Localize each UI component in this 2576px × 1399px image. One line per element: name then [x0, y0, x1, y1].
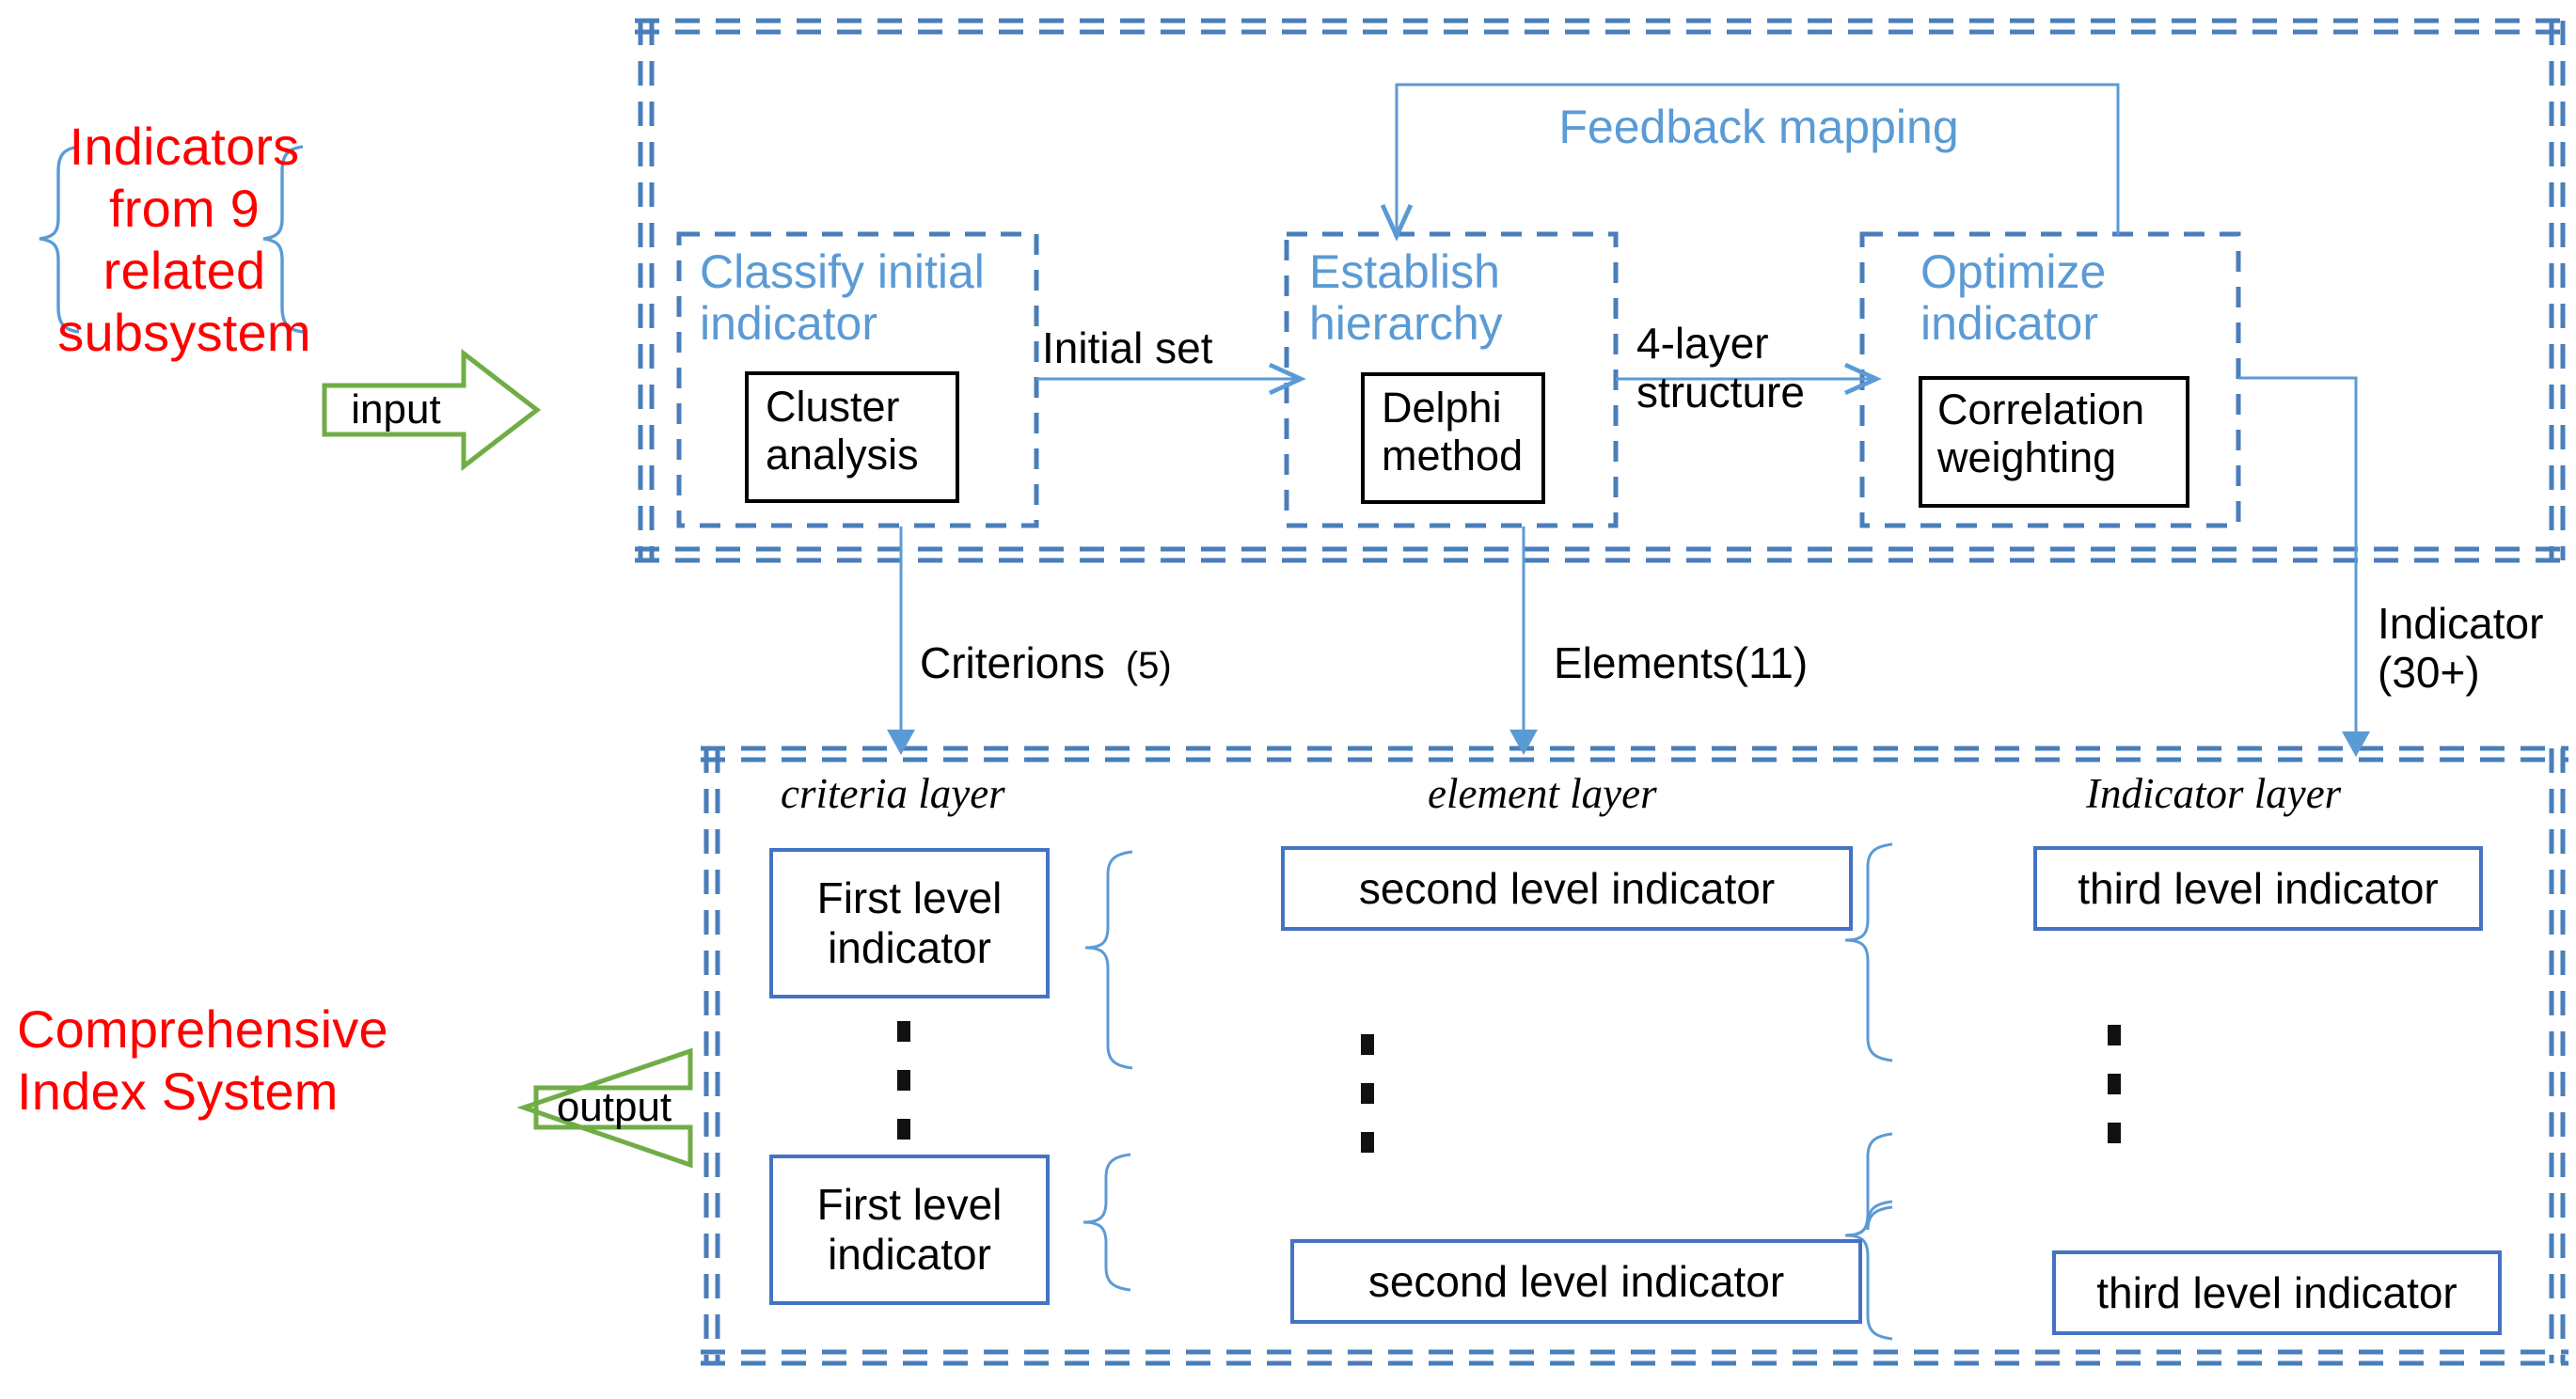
brace-e2i2-upper-b: [1844, 1205, 1893, 1237]
descent-label-criterions: Criterions (5): [920, 638, 1172, 688]
descent-elements-text: Elements(11): [1554, 638, 1809, 687]
element-box-row1[interactable]: second level indicator: [1281, 846, 1853, 931]
ellipsis-criteria-column: [896, 1021, 911, 1140]
arrow-indicator: [2238, 376, 2370, 757]
element-box-row2[interactable]: second level indicator: [1290, 1239, 1862, 1324]
method-box-correlation-weighting[interactable]: Correlation weighting: [1919, 376, 2189, 508]
connector-4layer-line2: structure: [1636, 367, 1805, 417]
connector-label-4layer-structure: 4-layer structure: [1636, 319, 1919, 417]
method-correlation-line1: Correlation: [1937, 385, 2145, 433]
descent-label-elements: Elements(11): [1554, 638, 1809, 688]
step-caption-classify: Classify initial indicator: [700, 246, 1038, 350]
layer-caption-criteria: criteria layer: [781, 770, 1005, 817]
method-box-delphi-method[interactable]: Delphi method: [1361, 372, 1545, 504]
criteria-box-row1-line1: First level: [816, 873, 1003, 923]
brace-c1e1-upper: [1084, 850, 1133, 950]
indicator-box-row1[interactable]: third level indicator: [2033, 846, 2483, 931]
output-arrow-label: output: [556, 1084, 672, 1130]
criteria-box-row2[interactable]: First level indicator: [769, 1155, 1050, 1305]
descent-criterions-count: (5): [1125, 645, 1172, 686]
connector-label-initial-set: Initial set: [1042, 323, 1315, 373]
method-cluster-line2: analysis: [766, 431, 919, 479]
method-cluster-line1: Cluster: [766, 383, 900, 431]
result-line-1: Comprehensive: [17, 999, 388, 1059]
layer-caption-element: element layer: [1428, 770, 1657, 817]
indicator-box-row2[interactable]: third level indicator: [2052, 1250, 2502, 1335]
criteria-box-row2-line1: First level: [816, 1180, 1003, 1230]
method-box-cluster-analysis[interactable]: Cluster analysis: [745, 371, 959, 503]
source-label: Indicators from 9 related subsystem: [57, 117, 310, 362]
brace-e2i2-upper-c: [1844, 1132, 1893, 1237]
ellipsis-element-column: [1360, 1034, 1375, 1153]
method-correlation-line2: weighting: [1937, 433, 2117, 482]
step-caption-hierarchy-line2: hierarchy: [1309, 297, 1503, 350]
criteria-box-row2-line2: indicator: [828, 1230, 991, 1279]
brace-e2i2-upper: [1844, 1200, 1893, 1237]
source-line-2: from 9 related: [103, 178, 266, 300]
step-caption-classify-line2: indicator: [700, 297, 877, 350]
input-arrow-label: input: [351, 386, 441, 432]
connector-initial-set-line1: Initial set: [1042, 323, 1213, 372]
descent-indicator-line2: (30+): [2378, 647, 2480, 697]
descent-label-indicator: Indicator (30+): [2378, 599, 2576, 697]
step-caption-optimize: Optimize indicator: [1920, 246, 2240, 350]
method-delphi-line1: Delphi: [1382, 384, 1502, 432]
step-caption-hierarchy-line1: Establish: [1309, 245, 1500, 298]
ellipsis-indicator-column: [2107, 1025, 2122, 1143]
brace-c2e2-upper: [1083, 1153, 1131, 1224]
brace-c1e1-lower: [1084, 946, 1133, 1070]
connector-4layer-line1: 4-layer: [1636, 319, 1769, 368]
result-label: Comprehensive Index System: [17, 998, 506, 1123]
step-caption-optimize-line2: indicator: [1920, 297, 2098, 350]
method-delphi-line2: method: [1382, 432, 1524, 480]
step-caption-optimize-line1: Optimize: [1920, 245, 2107, 298]
step-caption-classify-line1: Classify initial: [700, 245, 985, 298]
result-line-2: Index System: [17, 1061, 339, 1122]
criteria-box-row1-line2: indicator: [828, 923, 991, 972]
descent-criterions-text: Criterions: [920, 638, 1105, 687]
source-line-1: Indicators: [69, 116, 300, 176]
feedback-mapping-label: Feedback mapping: [1558, 101, 1959, 153]
brace-e1i1-lower: [1844, 938, 1893, 1062]
source-line-3: subsystem: [57, 303, 311, 363]
layer-caption-indicator: Indicator layer: [2086, 770, 2342, 817]
criteria-box-row1[interactable]: First level indicator: [769, 848, 1050, 998]
brace-c2e2-lower: [1083, 1220, 1131, 1292]
step-caption-hierarchy: Establish hierarchy: [1309, 246, 1620, 350]
descent-indicator-line1: Indicator: [2378, 599, 2544, 648]
